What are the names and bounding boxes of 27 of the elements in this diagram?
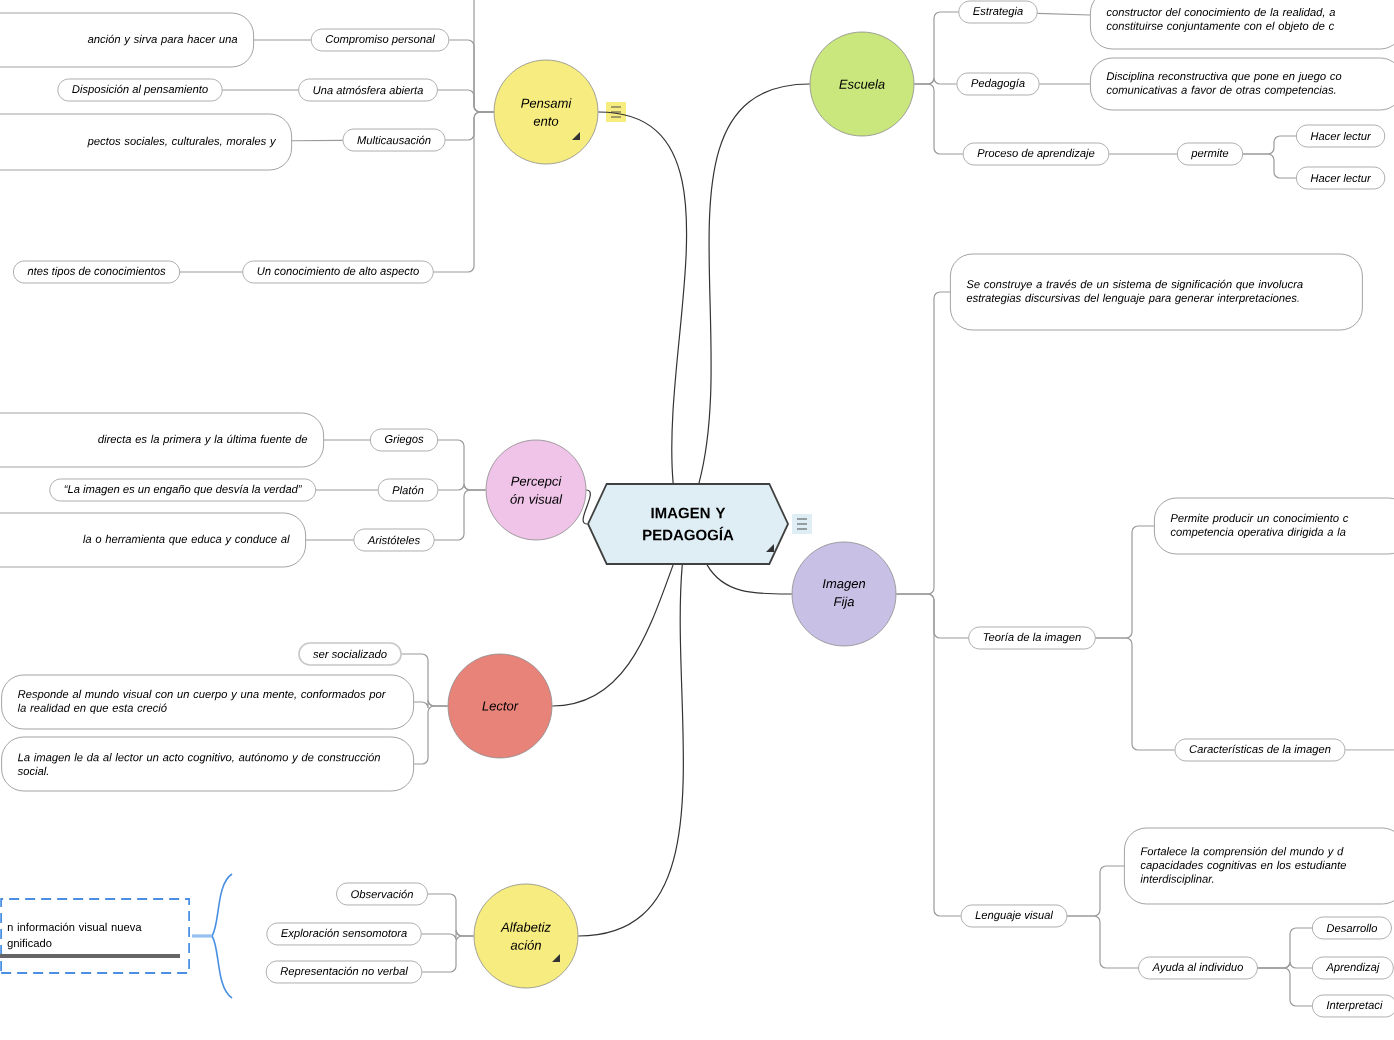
- connector-line: [577, 564, 684, 937]
- connector-line: [1257, 967, 1313, 1007]
- connector-line: [913, 83, 964, 155]
- connector-line: [597, 111, 688, 484]
- connector-line: [895, 593, 962, 917]
- connector-line: [551, 564, 674, 707]
- connector-line: [323, 439, 371, 441]
- connector-line: [1095, 637, 1176, 751]
- connector-line: [222, 89, 299, 91]
- connector-line: [253, 39, 312, 41]
- connector-line: [1242, 153, 1297, 179]
- connector-line: [582, 489, 591, 525]
- connector-line: [305, 539, 355, 541]
- connector-line: [291, 139, 344, 142]
- connector-line: [1344, 749, 1394, 751]
- connector-line: [421, 935, 475, 973]
- connector-line: [1037, 12, 1091, 16]
- connector-line: [433, 111, 495, 273]
- connector-line: [698, 83, 811, 484]
- connector-line: [315, 489, 379, 491]
- connector-line: [413, 705, 449, 765]
- connector-line: [1066, 915, 1139, 969]
- connector-line: [1038, 83, 1091, 85]
- connector-line: [1108, 153, 1178, 155]
- connector-line: [706, 564, 793, 595]
- connector-line: [179, 271, 243, 273]
- connector-line: [433, 489, 487, 541]
